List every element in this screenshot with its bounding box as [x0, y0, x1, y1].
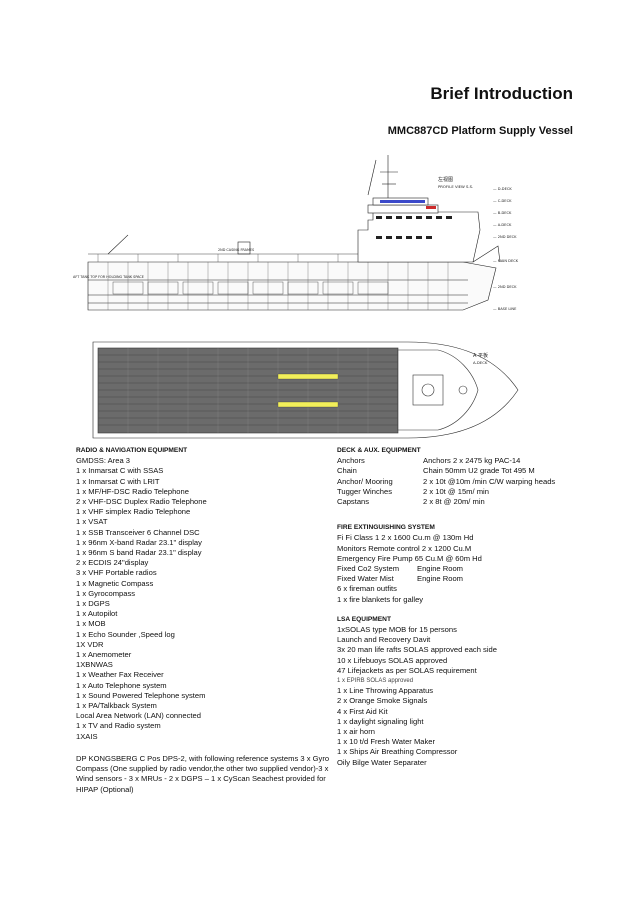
svg-text:— D-DECK: — D-DECK: [493, 187, 512, 191]
list-item: Launch and Recovery Davit: [337, 635, 431, 645]
list-item: 2 x Orange Smoke Signals: [337, 696, 428, 706]
list-item: 1 x MOB: [76, 619, 106, 629]
list-item: 3x 20 man life rafts SOLAS approved each…: [337, 645, 497, 655]
spec-row: Fixed Co2 System Engine Room: [337, 564, 577, 574]
tank-note: AFT TANK TOP FOR HOLDING TANK SPACE: [73, 275, 144, 279]
list-item: 6 x fireman outfits: [337, 584, 397, 594]
spec-value: Engine Room: [417, 574, 464, 584]
spec-key: Chain: [337, 466, 357, 476]
profile-view: — D-DECK — C-DECK — B-DECK — A-DECK — 2N…: [87, 155, 519, 311]
spec-row: Capstans 2 x 8t @ 20m/ min: [337, 497, 577, 507]
list-item: 1 x Gyrocompass: [76, 588, 136, 598]
list-item: 4 x First Aid Kit: [337, 706, 388, 716]
centre-note: 2ND CASING FRAMES: [218, 248, 254, 252]
vessel-arrangement-drawing: — D-DECK — C-DECK — B-DECK — A-DECK — 2N…: [73, 155, 519, 439]
list-item: Oily Bilge Water Separater: [337, 757, 427, 767]
spec-value: 2 x 10t @ 15m/ min: [423, 486, 489, 496]
deck-aux-heading: DECK & AUX. EQUIPMENT: [337, 447, 421, 454]
spec-row: Fixed Water Mist Engine Room: [337, 574, 577, 584]
spec-key: Fixed Co2 System: [337, 564, 400, 574]
list-item: 47 Lifejackets as per SOLAS requirement: [337, 665, 477, 675]
vessel-subtitle: MMC887CD Platform Supply Vessel: [387, 125, 573, 137]
spec-row: Anchor/ Mooring 2 x 10t @10m /min C/W war…: [337, 477, 577, 487]
list-item: Emergency Fire Pump 65 Cu.M @ 60m Hd: [337, 553, 482, 563]
list-item: 1 x VSAT: [76, 517, 108, 527]
svg-text:— C-DECK: — C-DECK: [493, 199, 512, 203]
deck-label: A-DECK: [473, 360, 488, 365]
spec-key: Anchors: [337, 456, 365, 466]
spec-value: 2 x 8t @ 20m/ min: [423, 497, 485, 507]
spec-key: Anchor/ Mooring: [337, 476, 393, 486]
list-item: Local Area Network (LAN) connected: [76, 711, 201, 721]
list-item: 2 x ECDIS 24"display: [76, 558, 149, 568]
list-item: 1 x SSB Transceiver 6 Channel DSC: [76, 527, 200, 537]
profile-sublabel: PROFILE VIEW S.S.: [438, 184, 473, 189]
list-item: 10 x Lifebuoys SOLAS approved: [337, 655, 448, 665]
dp-system-text: DP KONGSBERG C Pos DPS-2, with following…: [76, 753, 330, 794]
list-item: 1 x MF/HF-DSC Radio Telephone: [76, 486, 189, 496]
list-item: 1X VDR: [76, 639, 104, 649]
deck-plan-view: [92, 341, 519, 439]
deck-label-cn: A 平板: [473, 352, 488, 359]
list-item: Monitors Remote control 2 x 1200 Cu.M: [337, 543, 472, 553]
list-item: 1 x Sound Powered Telephone system: [76, 690, 206, 700]
lsa-epirb: 1 x EPIRB SOLAS approved: [337, 678, 414, 685]
svg-text:— 2ND DECK: — 2ND DECK: [493, 285, 517, 289]
radio-nav-heading: RADIO & NAVIGATION EQUIPMENT: [76, 447, 188, 454]
list-item: 1 x Magnetic Compass: [76, 578, 154, 588]
profile-label: 左视图: [438, 176, 453, 183]
list-item: 1 x VHF simplex Radio Telephone: [76, 507, 191, 517]
spec-key: Fixed Water Mist: [337, 574, 394, 584]
left-column: RADIO & NAVIGATION EQUIPMENT GMDSS: Area…: [76, 446, 331, 795]
list-item: 1 x Inmarsat C with LRIT: [76, 476, 160, 486]
list-item: 2 x VHF-DSC Duplex Radio Telephone: [76, 497, 207, 507]
list-item: 1 x Echo Sounder ,Speed log: [76, 629, 175, 639]
list-item: 1 x TV and Radio system: [76, 721, 161, 731]
list-item: 1 x Line Throwing Apparatus: [337, 686, 434, 696]
list-item: 1 x daylight signaling light: [337, 716, 424, 726]
list-item: 1 x 10 t/d Fresh Water Maker: [337, 737, 436, 747]
list-item: 1 x Auto Telephone system: [76, 680, 167, 690]
list-item: 1xSOLAS type MOB for 15 persons: [337, 625, 457, 635]
spec-key: Tugger Winches: [337, 486, 393, 496]
spec-value: Chain 50mm U2 grade Tot 495 M: [423, 466, 535, 476]
list-item: 1XAIS: [76, 731, 98, 741]
spec-value: Anchors 2 x 2475 kg PAC-14: [423, 456, 521, 466]
svg-text:— BASE LINE: — BASE LINE: [493, 307, 517, 311]
list-item: 3 x VHF Portable radios: [76, 568, 157, 578]
right-column: DECK & AUX. EQUIPMENT Anchors Anchors 2 x…: [337, 446, 577, 768]
page-title: Brief Introduction: [430, 84, 573, 103]
spec-value: Engine Room: [417, 564, 464, 574]
spec-row: Chain Chain 50mm U2 grade Tot 495 M: [337, 466, 577, 476]
lsa-heading: LSA EQUIPMENT: [337, 615, 391, 623]
list-item: 1 x air horn: [337, 727, 375, 737]
spec-key: Capstans: [337, 497, 370, 507]
list-item: 1 x 96nm S band Radar 23.1" display: [76, 548, 202, 558]
list-item: 1 x Inmarsat C with SSAS: [76, 466, 164, 476]
svg-text:— A-DECK: — A-DECK: [493, 223, 512, 227]
list-item: 1 x 96nm X-band Radar 23.1" display: [76, 537, 202, 547]
list-item: Fi Fi Class 1 2 x 1600 Cu.m @ 130m Hd: [337, 533, 474, 543]
list-item: 1 x Ships Air Breathing Compressor: [337, 747, 458, 757]
svg-text:— MAIN DECK: — MAIN DECK: [493, 259, 519, 263]
fire-heading: FIRE EXTINGUISHING SYSTEM: [337, 524, 435, 532]
list-item: GMDSS: Area 3: [76, 456, 131, 466]
list-item: 1XBNWAS: [76, 660, 113, 670]
list-item: 1 x Autopilot: [76, 609, 118, 619]
list-item: 1 x DGPS: [76, 599, 110, 609]
svg-text:— 2ND DECK: — 2ND DECK: [493, 235, 517, 239]
spec-value: 2 x 10t @10m /min C/W warping heads: [423, 476, 556, 486]
list-item: 1 x fire blankets for galley: [337, 594, 424, 604]
svg-text:— B-DECK: — B-DECK: [493, 211, 512, 215]
list-item: 1 x Weather Fax Receiver: [76, 670, 164, 680]
spec-row: Anchors Anchors 2 x 2475 kg PAC-14: [337, 456, 577, 466]
spec-row: Tugger Winches 2 x 10t @ 15m/ min: [337, 487, 577, 497]
list-item: 1 x Anemometer: [76, 650, 132, 660]
list-item: 1 x PA/Talkback System: [76, 701, 157, 711]
